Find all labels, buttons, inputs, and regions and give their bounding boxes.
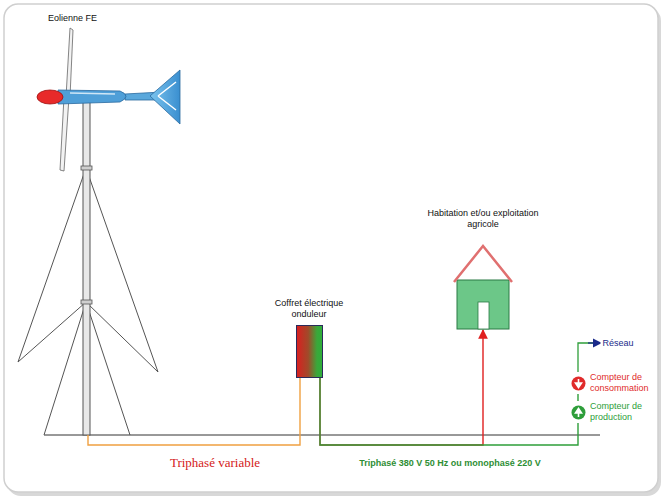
text-group: Coffret électrique onduleur <box>261 298 357 320</box>
wire-connector <box>577 394 578 401</box>
inverter-box <box>296 325 323 378</box>
node-label: Compteur de consommation <box>590 372 659 394</box>
text-group: Compteur de consommation <box>590 372 659 394</box>
meter-arrow <box>576 408 582 417</box>
node-label: Compteur de production <box>590 401 659 423</box>
node-label: Habitation et/ou exploitation agricole <box>419 208 547 230</box>
network-label: Réseau <box>600 338 635 348</box>
nacelle <box>58 90 126 104</box>
tail-fin <box>150 70 180 124</box>
diagram-node: Eolienne FE <box>12 8 182 435</box>
mast-joint <box>81 166 92 170</box>
meter-arrow <box>576 379 582 388</box>
guy-wire <box>18 302 86 362</box>
tail-stripes <box>158 82 176 110</box>
house-door <box>478 302 489 329</box>
diagram-node: Habitation et/ou exploitation agricole <box>419 208 547 330</box>
blade <box>66 28 73 97</box>
guy-wire <box>86 302 158 372</box>
ground-line <box>44 435 600 436</box>
wire-connector <box>320 378 578 445</box>
network-arrow <box>588 342 601 343</box>
guy-wire <box>86 168 158 372</box>
text-group: Habitation et/ou exploitation agricole <box>419 208 547 230</box>
nose-cone <box>37 90 63 104</box>
wire-connector <box>88 378 300 445</box>
meter-symbol <box>571 405 586 420</box>
wire-connector <box>320 330 483 445</box>
meter-disc <box>572 376 586 390</box>
house-wall <box>457 280 509 329</box>
meter-disc <box>572 405 586 419</box>
frame <box>4 4 658 492</box>
guy-wire <box>86 302 130 435</box>
nacelle-stripe <box>70 93 115 94</box>
house-figure <box>453 244 513 330</box>
mast-joint <box>81 300 92 304</box>
diagram-node: Compteur de production <box>571 401 659 423</box>
diagram-node: Coffret électrique onduleur <box>261 298 357 378</box>
diagram-node: Compteur de consommation <box>571 372 659 394</box>
meter-symbol <box>571 376 586 391</box>
mast <box>83 102 90 435</box>
wire-label: Triphasé 380 V 50 Hz ou monophasé 220 V <box>357 458 543 468</box>
network-wire <box>578 343 600 372</box>
text-group: Compteur de production <box>590 401 659 423</box>
text-group: Eolienne FE <box>48 13 182 24</box>
node-label: Coffret électrique onduleur <box>261 298 357 320</box>
blade <box>60 97 69 171</box>
guy-wire <box>44 302 86 435</box>
node-label: Eolienne FE <box>48 13 182 24</box>
wire-label: Triphasé variable <box>168 455 262 471</box>
house-roof <box>454 246 512 282</box>
